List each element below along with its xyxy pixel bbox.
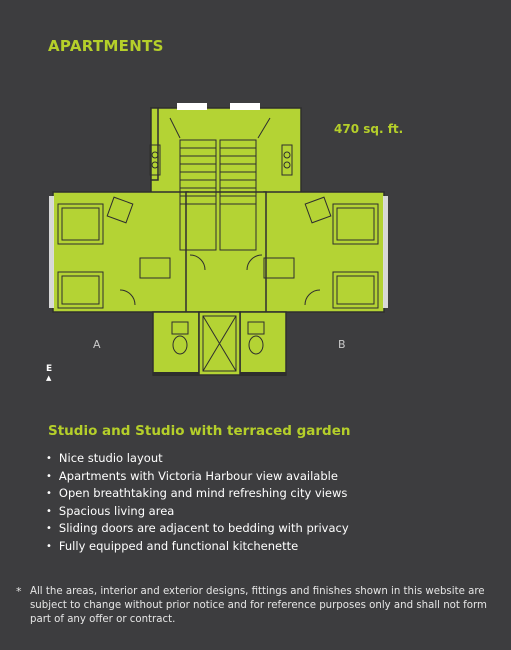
section-subtitle: Studio and Studio with terraced garden (48, 423, 351, 439)
list-item: •Open breathtaking and mind refreshing c… (46, 485, 349, 503)
asterisk-icon: * (16, 585, 22, 598)
bullet-icon: • (46, 470, 52, 482)
list-item: •Spacious living area (46, 503, 349, 521)
bullet-icon: • (46, 453, 52, 464)
disclaimer-text: All the areas, interior and exterior des… (30, 586, 487, 625)
bullet-icon: • (46, 505, 52, 517)
bullet-icon: • (46, 523, 52, 535)
floor-plan (49, 103, 388, 376)
core-upper (150, 107, 302, 194)
compass: E ▲ (46, 364, 52, 382)
unit-b-label: B (338, 338, 346, 351)
list-item: •Apartments with Victoria Harbour view a… (46, 468, 349, 486)
compass-letter: E (46, 364, 53, 374)
unit-a-label: A (93, 338, 101, 351)
list-item: •Nice studio layout (46, 450, 349, 468)
bullet-icon: • (46, 488, 52, 500)
bath-left (152, 311, 200, 376)
page-title: APARTMENTS (48, 37, 164, 55)
list-item: •Sliding doors are adjacent to bedding w… (46, 520, 349, 538)
left-wing (52, 191, 189, 313)
area-label: 470 sq. ft. (334, 122, 404, 136)
corridor (185, 191, 267, 313)
bullet-icon: • (46, 540, 52, 552)
disclaimer: * All the areas, interior and exterior d… (16, 585, 496, 627)
list-item: •Fully equipped and functional kitchenet… (46, 538, 349, 556)
features-list: •Nice studio layout •Apartments with Vic… (46, 450, 349, 556)
right-wing (263, 191, 385, 313)
compass-arrow-icon: ▲ (46, 374, 52, 382)
